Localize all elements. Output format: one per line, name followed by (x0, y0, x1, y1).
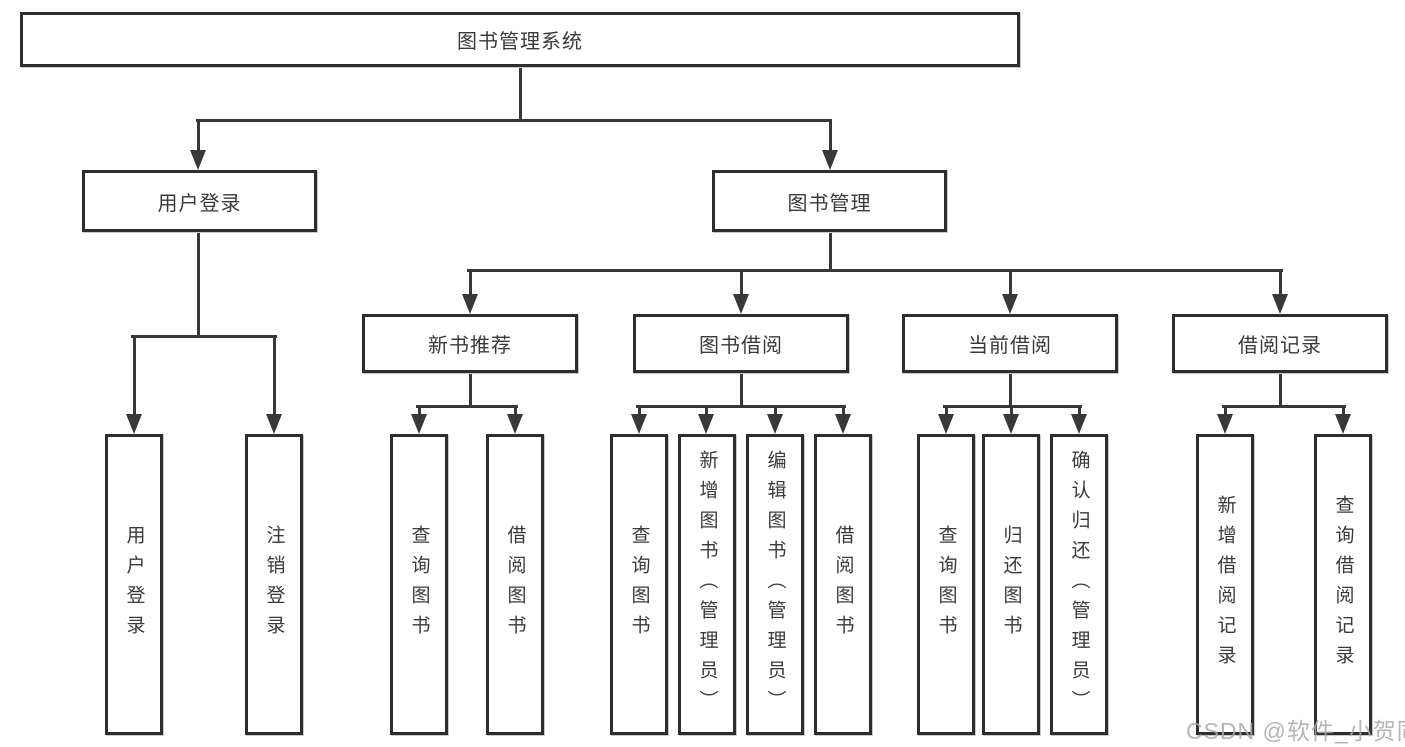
node-current-borrowing: 当前借阅 (902, 314, 1118, 373)
arrowhead-icon (411, 414, 427, 434)
connector-segment (705, 406, 708, 420)
connector-segment (196, 119, 832, 122)
leaf-query-books-current: 查询图书 (917, 434, 975, 735)
arrowhead-icon (631, 414, 647, 434)
connector-segment (740, 270, 743, 300)
arrowhead-icon (767, 414, 783, 434)
arrowhead-icon (190, 150, 206, 170)
connector-segment (740, 373, 743, 408)
node-label: 用户登录 (157, 192, 242, 215)
arrowhead-icon (126, 414, 142, 434)
leaf-logout: 注销登录 (245, 434, 303, 735)
connector-segment (514, 406, 517, 420)
node-label: 新书推荐 (428, 335, 512, 357)
connector-segment (418, 406, 421, 420)
arrowhead-icon (1335, 414, 1351, 434)
leaf-borrow-books-recommend: 借阅图书 (486, 434, 544, 735)
arrowhead-icon (266, 414, 282, 434)
connector-segment (1279, 373, 1282, 408)
leaf-add-books-admin: 新增图书（管理员） (678, 434, 736, 735)
connector-segment (945, 406, 948, 420)
connector-segment (467, 269, 1283, 272)
connector-segment (131, 335, 277, 338)
node-label: 确认归还（管理员） (1068, 449, 1090, 720)
arrowhead-icon (835, 414, 851, 434)
connector-segment (638, 406, 641, 420)
connector-segment (636, 405, 846, 408)
leaf-query-books-borrowing: 查询图书 (610, 434, 668, 735)
node-label: 编辑图书（管理员） (764, 449, 786, 720)
node-label: 注销登录 (263, 524, 285, 645)
arrowhead-icon (462, 294, 478, 314)
leaf-query-borrow-record: 查询借阅记录 (1314, 434, 1372, 735)
connector-segment (469, 270, 472, 300)
node-label: 用户登录 (123, 524, 145, 645)
connector-segment (774, 406, 777, 420)
connector-segment (1279, 270, 1282, 300)
node-label: 查询借阅记录 (1332, 494, 1354, 675)
connector-segment (519, 66, 522, 121)
node-label: 查询图书 (935, 524, 957, 645)
connector-segment (469, 373, 472, 408)
connector-segment (1009, 373, 1012, 408)
node-label: 借阅图书 (832, 524, 854, 645)
arrowhead-icon (1217, 414, 1233, 434)
node-label: 图书管理 (787, 192, 872, 215)
node-book-management: 图书管理 (712, 170, 947, 232)
arrowhead-icon (1002, 294, 1018, 314)
node-borrowing-records: 借阅记录 (1172, 314, 1388, 373)
node-label: 当前借阅 (968, 335, 1052, 357)
node-label: 查询图书 (408, 524, 430, 645)
connector-segment (1078, 406, 1081, 420)
connector-segment (273, 336, 276, 420)
node-book-borrowing: 图书借阅 (633, 314, 849, 373)
node-new-book-recommendation: 新书推荐 (362, 314, 578, 373)
arrowhead-icon (698, 414, 714, 434)
connector-segment (416, 405, 518, 408)
leaf-user-login: 用户登录 (105, 434, 163, 735)
node-label: 图书借阅 (699, 335, 783, 357)
node-label: 归还图书 (1000, 524, 1022, 645)
arrowhead-icon (733, 294, 749, 314)
node-label: 图书管理系统 (457, 31, 583, 53)
node-label: 新增图书（管理员） (696, 449, 718, 720)
leaf-query-books-recommend: 查询图书 (390, 434, 448, 735)
connector-segment (1222, 405, 1346, 408)
arrowhead-icon (1003, 414, 1019, 434)
arrowhead-icon (822, 150, 838, 170)
connector-segment (829, 232, 832, 272)
connector-segment (1342, 406, 1345, 420)
watermark: CSDN @软件_小贺同学 (1186, 718, 1405, 744)
node-label: 借阅图书 (504, 524, 526, 645)
connector-segment (197, 232, 200, 338)
node-user-login: 用户登录 (82, 170, 317, 232)
connector-segment (1009, 270, 1012, 300)
leaf-add-borrow-record: 新增借阅记录 (1196, 434, 1254, 735)
node-library-management-system: 图书管理系统 (20, 12, 1020, 67)
connector-segment (1224, 406, 1227, 420)
arrowhead-icon (1272, 294, 1288, 314)
leaf-confirm-return-admin: 确认归还（管理员） (1050, 434, 1108, 735)
arrowhead-icon (507, 414, 523, 434)
connector-segment (1010, 406, 1013, 420)
connector-segment (842, 406, 845, 420)
connector-segment (133, 336, 136, 420)
leaf-borrow-books-borrowing: 借阅图书 (814, 434, 872, 735)
connector-segment (829, 120, 832, 156)
arrowhead-icon (1071, 414, 1087, 434)
arrowhead-icon (938, 414, 954, 434)
leaf-edit-books-admin: 编辑图书（管理员） (746, 434, 804, 735)
node-label: 借阅记录 (1238, 335, 1322, 357)
connector-segment (197, 120, 200, 156)
node-label: 查询图书 (628, 524, 650, 645)
node-label: 新增借阅记录 (1214, 494, 1236, 675)
leaf-return-books: 归还图书 (982, 434, 1040, 735)
